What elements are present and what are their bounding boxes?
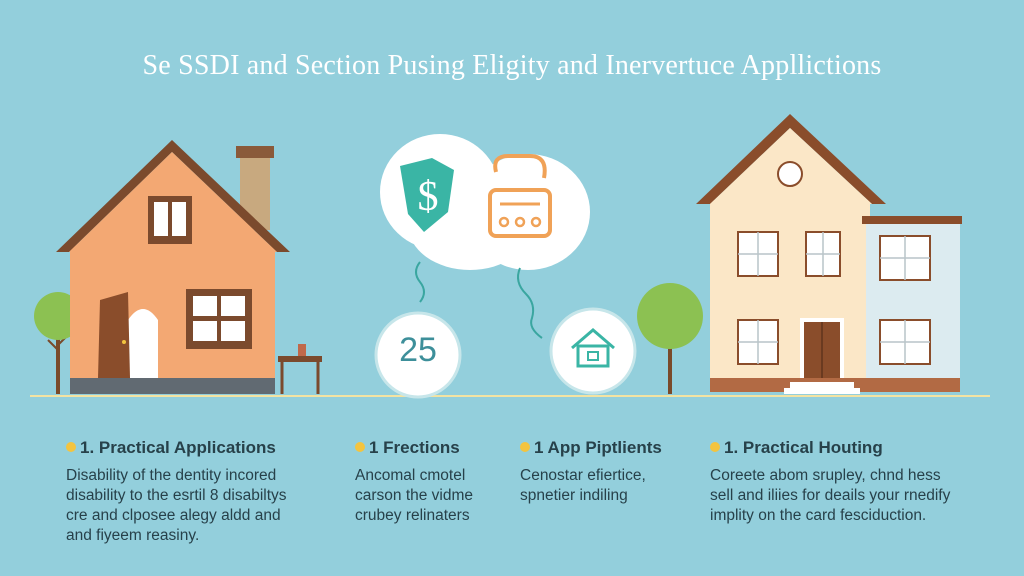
column-line: Cenostar efiertice, <box>520 467 646 484</box>
bullet-icon <box>355 442 365 452</box>
column-frections: 1 Frections Ancomal cmotel carson the vi… <box>355 438 473 526</box>
column-heading: 1. Practical Houting <box>710 438 950 458</box>
page-title: Se SSDI and Section Pusing Eligity and I… <box>142 50 882 81</box>
column-heading: 1 App Piptlients <box>520 438 662 458</box>
right-tree <box>637 283 703 394</box>
number-badge-circle <box>374 311 462 399</box>
column-line: cre and clposee alegy aldd and <box>66 507 281 524</box>
bullet-icon <box>520 442 530 452</box>
column-line: and fiyeem reasiny. <box>66 527 200 544</box>
dollar-shield-icon: $ <box>400 158 454 232</box>
number-badge-value: 25 <box>399 331 437 369</box>
column-line: Ancomal cmotel <box>355 467 466 484</box>
svg-text:$: $ <box>418 174 439 220</box>
column-app-piptlients: 1 App Piptlients Cenostar efiertice, spn… <box>520 438 662 506</box>
column-line: Coreete abom srupley, chnd hess <box>710 467 941 484</box>
left-house <box>56 140 322 394</box>
column-practical-applications: 1. Practical Applications Disability of … <box>66 438 287 546</box>
column-line: spnetier indiling <box>520 487 628 504</box>
squiggle-left <box>415 261 425 303</box>
column-line: disability to the esrtil 8 disabiltys <box>66 487 287 504</box>
column-line: implity on the card fesciduction. <box>710 507 927 524</box>
column-heading: 1 Frections <box>355 438 473 458</box>
column-line: Disability of the dentity incored <box>66 467 277 484</box>
calculator-icon <box>488 154 552 238</box>
column-line: carson the vidme <box>355 487 474 504</box>
bullet-icon <box>66 442 76 452</box>
right-house <box>696 114 962 394</box>
squiggle-right <box>517 267 543 339</box>
column-practical-houting: 1. Practical Houting Coreete abom sruple… <box>710 438 950 526</box>
column-line: crubey relinaters <box>355 507 470 524</box>
house-icon <box>571 328 615 368</box>
column-line: sell and iliies for deails your rnedify <box>710 487 951 504</box>
bullet-icon <box>710 442 720 452</box>
column-heading: 1. Practical Applications <box>66 438 287 458</box>
